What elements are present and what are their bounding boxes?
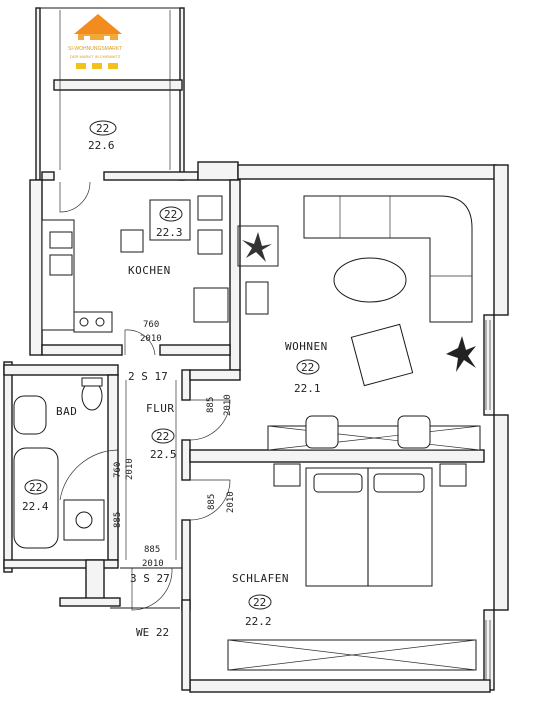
bathroom: BAD 22 22.4 (13, 377, 119, 549)
kitchen-room-tag: 22 (164, 208, 177, 221)
living-room: WOHNEN 22 22.1 885 2010 (189, 195, 481, 451)
hall: 2 S 17 FLUR 22 22.5 760 2010 885 885 201… (113, 370, 236, 611)
bath-door-width: 760 (113, 462, 123, 478)
company-logo: SI-WOHNUNGSMARKT DER MARKT IN CHEMNITZ (68, 14, 122, 69)
logo-brand-text: SI-WOHNUNGSMARKT (68, 46, 122, 52)
chair (397, 415, 431, 449)
balcony-room-tag: 22 (96, 122, 109, 135)
room-tag-circle (89, 120, 117, 136)
walls (3, 7, 509, 693)
bedroom-room-number: 22.2 (245, 615, 272, 628)
bedroom-door-height: 2010 (226, 491, 236, 513)
kitchen-door-height: 2010 (140, 334, 162, 344)
cabinet (193, 287, 229, 323)
stair-label-lower: 3 S 27 (130, 572, 170, 585)
corner-sofa (303, 195, 473, 323)
living-room-label: WOHNEN (285, 340, 328, 353)
bath-room-number: 22.4 (22, 500, 49, 513)
living-room-number: 22.1 (294, 382, 321, 395)
balcony-room-number: 22.6 (88, 139, 115, 152)
living-door-width: 885 (206, 397, 216, 413)
nightstand (273, 463, 301, 487)
nightstand (439, 463, 467, 487)
hall-room-tag: 22 (156, 430, 169, 443)
living-door-height: 2010 (223, 394, 233, 416)
side-table (245, 281, 269, 315)
bedroom-room-tag: 22 (253, 596, 266, 609)
stair-label-upper: 2 S 17 (128, 370, 168, 383)
chair (305, 415, 339, 449)
coffee-table (333, 257, 407, 303)
bath-room-tag: 22 (29, 481, 42, 494)
bath-door-height: 2010 (125, 458, 135, 480)
chair (197, 195, 223, 221)
chair (197, 229, 223, 255)
kitchen-room-number: 22.3 (156, 226, 183, 239)
bathtub (13, 447, 59, 549)
kitchen-door-width: 760 (143, 320, 159, 330)
hall-room-label: FLUR (146, 402, 175, 415)
bedroom-room-label: SCHLAFEN (232, 572, 289, 585)
armchair (350, 323, 414, 387)
bedroom-door-width: 885 (207, 494, 217, 510)
logo-tagline: DER MARKT IN CHEMNITZ (70, 54, 121, 59)
washbasin (13, 395, 47, 435)
entrance: WE 22 (110, 607, 180, 639)
kitchen-room-label: KOCHEN (128, 264, 171, 277)
chair (120, 229, 144, 253)
bath-room-label: BAD (56, 405, 77, 418)
balcony-room: 22 22.6 (59, 10, 171, 170)
wc-door-width: 885 (113, 512, 123, 528)
entrance-label: WE 22 (136, 626, 169, 639)
plant-icon (237, 225, 279, 267)
plant-icon (446, 336, 476, 372)
kitchen-room: 22 22.3 KOCHEN 760 2010 (41, 181, 229, 356)
entry-door-width: 885 (144, 545, 160, 555)
living-room-tag: 22 (301, 361, 314, 374)
bedroom: SCHLAFEN 22 22.2 (227, 463, 477, 671)
windows (460, 164, 496, 680)
entry-door-height: 2010 (142, 559, 164, 569)
hall-room-number: 22.5 (150, 448, 177, 461)
